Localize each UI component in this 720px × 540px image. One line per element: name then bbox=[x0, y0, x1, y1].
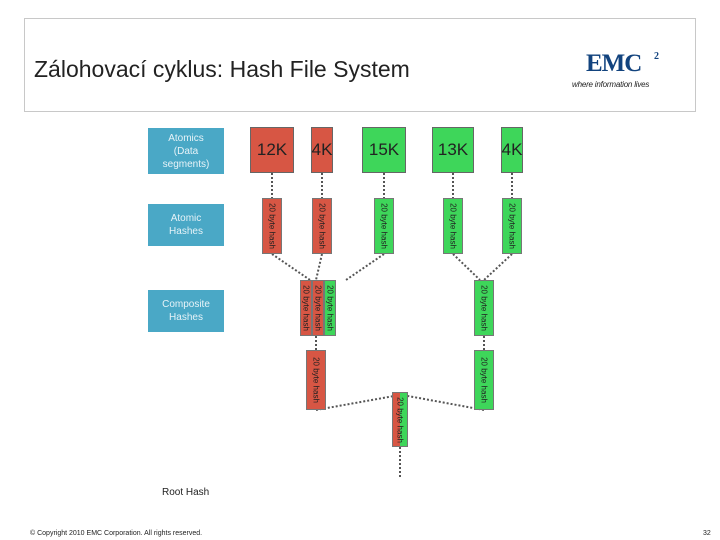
connector bbox=[315, 253, 323, 281]
atomic-hash: 20 byte hash bbox=[502, 198, 522, 254]
connector bbox=[452, 253, 481, 281]
composite-hash: 20 byte hash bbox=[306, 350, 326, 410]
logo-wordmark: EMC bbox=[586, 50, 642, 77]
segment-4k: 4K bbox=[501, 127, 523, 173]
connector bbox=[271, 253, 311, 281]
connector bbox=[483, 253, 513, 281]
composite-hash: 20 byte hash bbox=[474, 350, 494, 410]
logo-superscript: 2 bbox=[654, 51, 659, 62]
segment-12k: 12K bbox=[250, 127, 294, 173]
level-root-hash: Root Hash bbox=[162, 487, 210, 498]
segment-15k: 15K bbox=[362, 127, 406, 173]
composite-hash: 20 byte hash bbox=[474, 280, 494, 336]
connector bbox=[345, 253, 385, 281]
root-hash: 20 byte hash bbox=[392, 392, 408, 447]
copyright-footer: © Copyright 2010 EMC Corporation. All ri… bbox=[30, 530, 203, 537]
composite-hash: 20 byte hash bbox=[324, 280, 336, 336]
page-title: Zálohovací cyklus: Hash File System bbox=[34, 56, 410, 82]
header-frame bbox=[24, 18, 696, 112]
composite-hash: 20 byte hash bbox=[300, 280, 312, 336]
connector bbox=[315, 395, 395, 411]
atomic-hash: 20 byte hash bbox=[374, 198, 394, 254]
segment-4k-changed: 4K bbox=[311, 127, 333, 173]
level-composite-hashes: Composite Hashes bbox=[148, 290, 224, 332]
composite-hash: 20 byte hash bbox=[312, 280, 324, 336]
atomic-hash: 20 byte hash bbox=[262, 198, 282, 254]
logo-tagline: where information lives bbox=[572, 80, 650, 89]
level-atomic-hashes: Atomic Hashes bbox=[148, 204, 224, 246]
emc-logo: EMC 2 where information lives bbox=[572, 50, 672, 92]
connector bbox=[407, 395, 485, 411]
page-number: 32 bbox=[703, 530, 711, 537]
segment-13k: 13K bbox=[432, 127, 474, 173]
atomic-hash: 20 byte hash bbox=[312, 198, 332, 254]
level-atomics: Atomics (Data segments) bbox=[148, 128, 224, 174]
atomic-hash: 20 byte hash bbox=[443, 198, 463, 254]
